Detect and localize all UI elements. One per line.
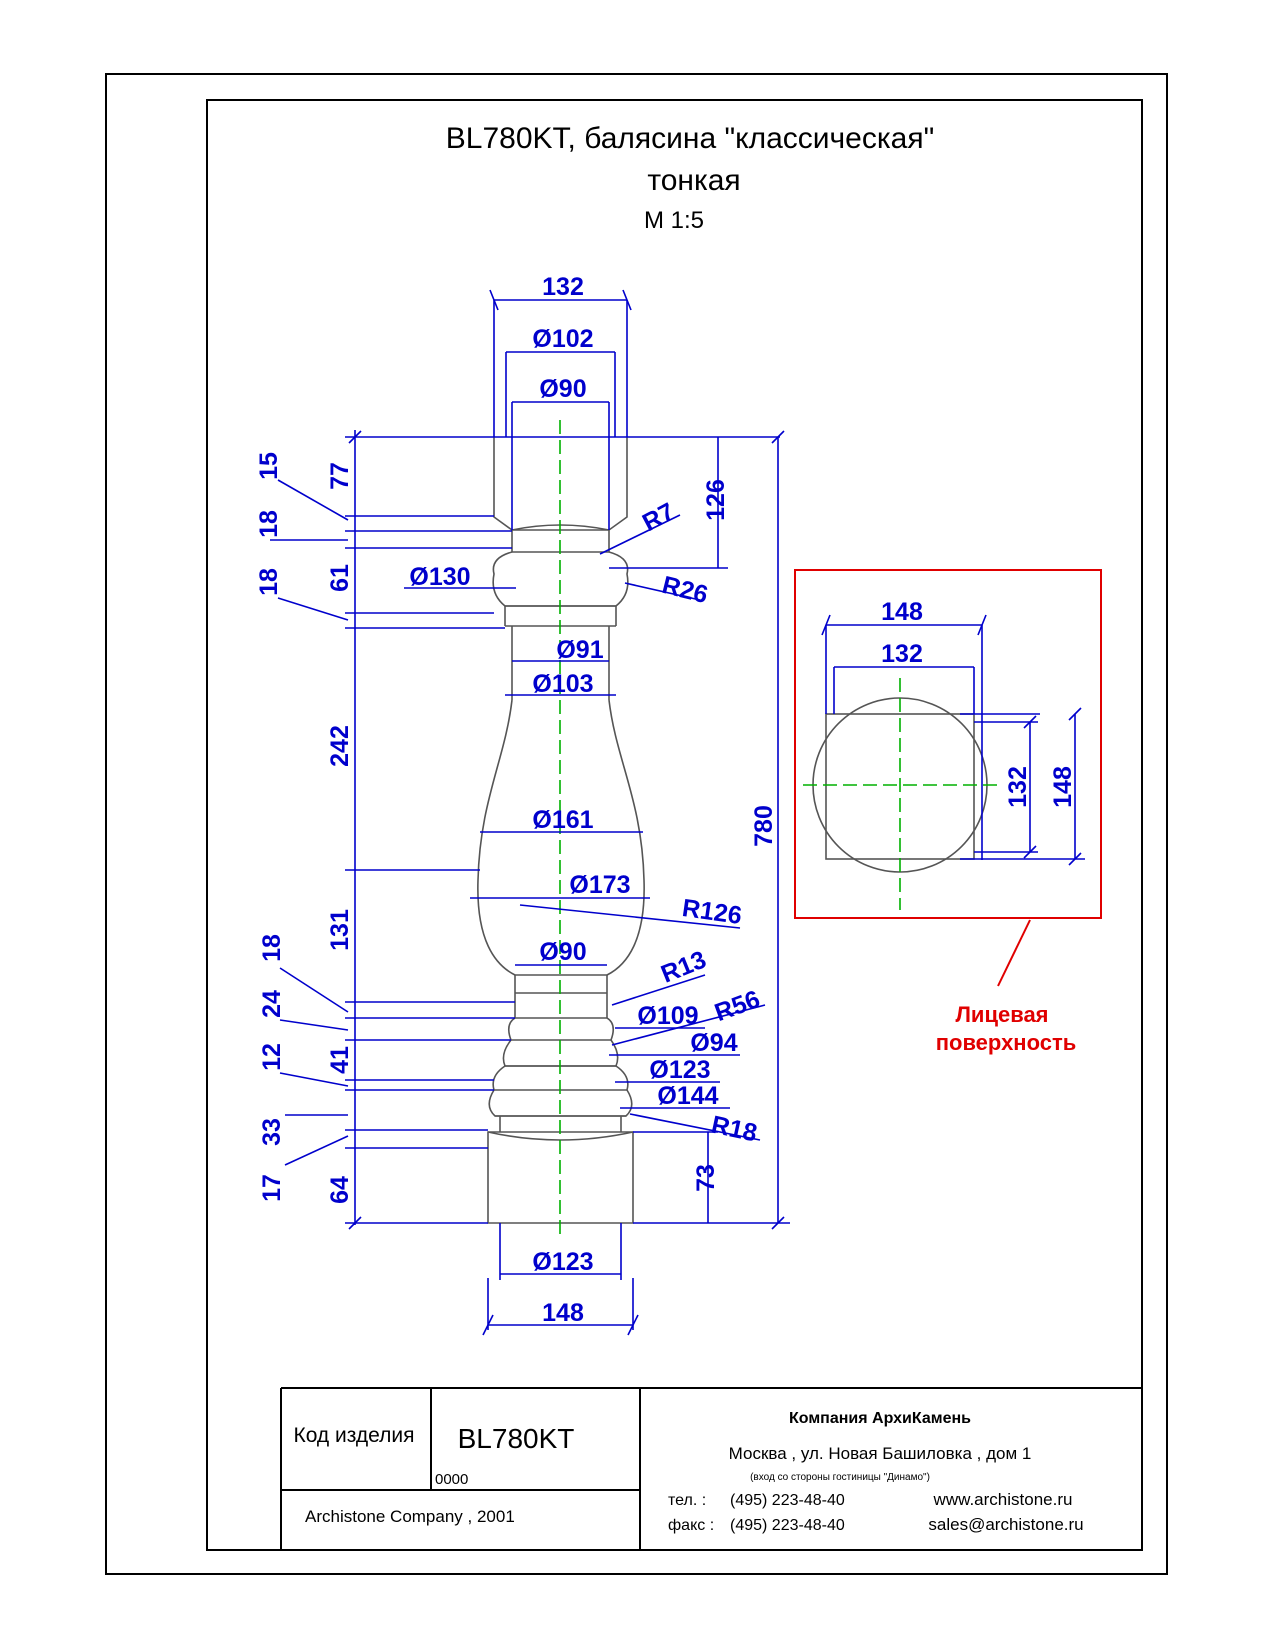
dim-d103: Ø103 bbox=[532, 670, 593, 698]
dim-base-d123: Ø123 bbox=[532, 1248, 593, 1276]
dim-d130: Ø130 bbox=[409, 563, 470, 591]
dim-d144: Ø144 bbox=[657, 1082, 718, 1110]
dim-r26: R26 bbox=[659, 571, 710, 609]
dim-h18a: 18 bbox=[255, 510, 283, 538]
code-sub: 0000 bbox=[435, 1471, 468, 1488]
face-dim-w148: 148 bbox=[881, 598, 923, 626]
code-label: Код изделия bbox=[293, 1424, 414, 1447]
inner-frame bbox=[206, 99, 1143, 1551]
dim-h126: 126 bbox=[702, 479, 730, 521]
dim-h242: 242 bbox=[326, 725, 354, 767]
drawing-subtitle: тонкая bbox=[647, 164, 740, 197]
drawing-title: BL780KT, балясина "классическая" bbox=[446, 122, 934, 155]
tel-number: (495) 223-48-40 bbox=[730, 1492, 845, 1509]
dim-r56: R56 bbox=[711, 985, 764, 1027]
dim-r126: R126 bbox=[680, 894, 743, 930]
dim-h61: 61 bbox=[326, 564, 354, 592]
dim-d109: Ø109 bbox=[637, 1002, 698, 1030]
dim-d161: Ø161 bbox=[532, 806, 593, 834]
dim-lower-d90: Ø90 bbox=[539, 938, 586, 966]
fax-number: (495) 223-48-40 bbox=[730, 1517, 845, 1534]
face-caption-line2: поверхность bbox=[936, 1030, 1077, 1055]
dimension-lines bbox=[270, 289, 790, 1336]
dim-h73: 73 bbox=[692, 1164, 720, 1192]
dim-top-width: 132 bbox=[542, 273, 584, 301]
dim-h18c: 18 bbox=[258, 934, 286, 962]
face-dim-h132: 132 bbox=[1004, 766, 1032, 808]
dim-h12: 12 bbox=[258, 1043, 286, 1071]
dim-h15: 15 bbox=[255, 452, 283, 480]
company-address: Москва , ул. Новая Башиловка , дом 1 bbox=[729, 1444, 1032, 1463]
dim-h24: 24 bbox=[258, 990, 286, 1018]
face-dim-w132: 132 bbox=[881, 640, 923, 668]
dim-d94: Ø94 bbox=[690, 1029, 737, 1057]
face-view-frame bbox=[794, 569, 1102, 919]
face-view: 148 132 132 148 Лицевая поверхность bbox=[794, 569, 1102, 1055]
code-value: BL780KT bbox=[458, 1423, 575, 1454]
dim-base-width: 148 bbox=[542, 1299, 584, 1327]
face-caption-line1: Лицевая bbox=[955, 1002, 1048, 1027]
tel-label: тел. : bbox=[668, 1492, 706, 1509]
dim-h64: 64 bbox=[326, 1176, 354, 1204]
fax-label: факс : bbox=[668, 1517, 714, 1534]
face-dim-h148: 148 bbox=[1049, 766, 1077, 808]
address-note: (вход со стороны гостиницы "Динамо") bbox=[750, 1472, 930, 1483]
dim-d102: Ø102 bbox=[532, 325, 593, 353]
dim-total-780: 780 bbox=[750, 805, 778, 847]
dim-h131: 131 bbox=[326, 909, 354, 951]
copyright-text: Archistone Company , 2001 bbox=[305, 1507, 515, 1526]
dim-h33: 33 bbox=[258, 1118, 286, 1146]
website-link[interactable]: www.archistone.ru bbox=[933, 1490, 1073, 1509]
dim-mid-d123: Ø123 bbox=[649, 1056, 710, 1084]
drawing-scale: М 1:5 bbox=[644, 207, 704, 234]
dim-r7: R7 bbox=[638, 497, 679, 537]
dim-top-d90: Ø90 bbox=[539, 375, 586, 403]
dim-h41: 41 bbox=[326, 1046, 354, 1074]
email-link[interactable]: sales@archistone.ru bbox=[928, 1515, 1083, 1534]
outer-frame bbox=[105, 73, 1168, 1575]
dim-d91: Ø91 bbox=[556, 636, 603, 664]
dimension-texts: 132 Ø102 Ø90 Ø130 Ø91 Ø103 Ø161 Ø173 Ø90… bbox=[255, 273, 778, 1327]
dim-h18b: 18 bbox=[255, 568, 283, 596]
title-block: Код изделия BL780KT 0000 Archistone Comp… bbox=[280, 1387, 1142, 1550]
dim-d173: Ø173 bbox=[569, 871, 630, 899]
company-name: Компания АрхиКамень bbox=[789, 1410, 971, 1427]
dim-h77: 77 bbox=[326, 462, 354, 490]
dim-r18: R18 bbox=[709, 1111, 760, 1148]
dim-h17: 17 bbox=[258, 1174, 286, 1202]
